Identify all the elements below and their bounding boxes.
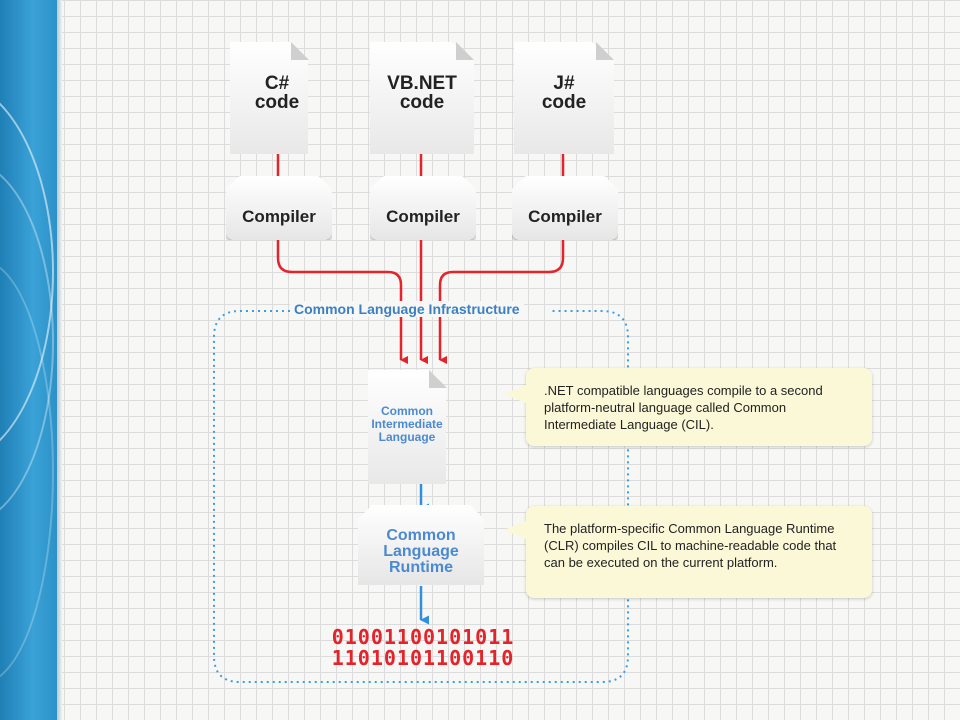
jsharp-code-label: J# code <box>541 73 587 113</box>
cil-callout <box>526 368 872 446</box>
clr-label: Common Language Runtime <box>383 527 459 576</box>
binary-output-line-2: 11010101100110 <box>331 646 515 670</box>
csharp-code-label: C# code <box>254 73 300 113</box>
csharp-compiler-box <box>226 176 332 240</box>
cil-document <box>368 370 446 484</box>
csharp-compiler-label: Compiler <box>242 207 316 226</box>
clr-box <box>358 505 484 585</box>
sidebar-decoration <box>0 0 60 720</box>
csharp-code-document <box>230 42 308 154</box>
cil-callout-text: .NET compatible languages compile to a s… <box>544 383 823 432</box>
vbnet-compiler-box <box>370 176 476 240</box>
sidebar-edge <box>57 0 62 720</box>
cli-border <box>213 310 629 683</box>
binary-output-line-1: 01001100101011 <box>331 625 515 649</box>
jsharp-code-document <box>514 42 614 154</box>
arrow-jsharp-cil <box>438 240 565 364</box>
jsharp-compiler-box <box>512 176 618 240</box>
vbnet-compiler-label: Compiler <box>386 207 460 226</box>
vbnet-code-label: VB.NET code <box>387 73 457 113</box>
jsharp-compiler-label: Compiler <box>528 207 602 226</box>
clr-callout-text: The platform-specific Common Language Ru… <box>544 521 837 570</box>
cil-label: Common Intermediate Language <box>371 404 443 444</box>
arrow-csharp-cil <box>276 240 408 364</box>
vbnet-code-document <box>370 42 474 154</box>
cli-title: Common Language Infrastructure <box>290 301 524 317</box>
clr-callout <box>526 506 872 598</box>
